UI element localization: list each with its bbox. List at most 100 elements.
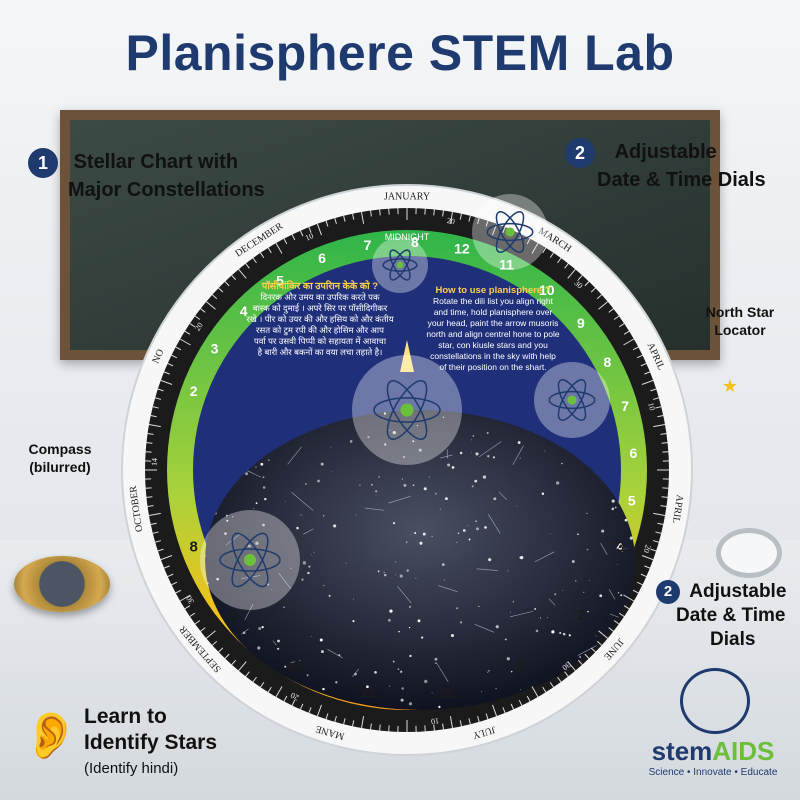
atom-orbit [389,249,411,281]
star [459,621,463,624]
ear-icon: 👂 [22,709,80,761]
date-tick [150,522,157,525]
date-tick [650,548,657,552]
star [535,629,539,633]
hour-label: 8 [604,354,612,370]
date-tick [147,433,154,435]
star [302,561,307,565]
hindi-instructions: पॉसीयांकिर का उपरिान केके को ? दिनरक और … [246,281,394,357]
date-tick [267,686,272,693]
day-number: 20 [642,544,653,554]
hour-label: 11 [499,257,514,273]
star [447,463,451,467]
star [284,665,287,668]
constellation-line [476,568,499,571]
date-tick [598,630,609,639]
date-tick [657,522,664,525]
hour-label: 10 [285,658,302,675]
star [459,451,463,455]
star [512,601,514,603]
date-tick [608,308,614,313]
star [422,532,426,536]
star [614,506,617,509]
hour-label: 5 [276,273,284,289]
star [517,441,521,444]
page-title: Planisphere STEM Lab [125,25,675,81]
star [556,481,560,485]
date-tick [157,548,164,552]
star [551,630,555,634]
date-tick [252,257,257,264]
star [484,526,487,529]
hour-label: 2 [577,607,585,624]
star [439,508,441,510]
day-number: 10 [431,716,440,726]
day-number: 10 [304,231,315,242]
callout-compass: Compass (bilurred) [28,441,92,475]
star [320,650,324,654]
star [589,580,590,581]
date-tick [596,640,603,646]
date-tick [557,257,562,264]
date-tick [275,686,283,698]
star [585,693,588,696]
date-tick [146,496,153,498]
date-tick [549,681,554,688]
star [466,524,468,526]
star [403,455,405,458]
date-tick [370,723,372,730]
constellation-line [478,441,502,458]
callout-number: 2 [656,580,680,604]
compass-icon [14,556,110,612]
star [587,610,589,613]
hour-label: 9 [229,607,237,624]
month-label: APRIL [670,494,685,524]
star [561,589,563,591]
star [441,563,445,567]
date-tick [632,589,639,594]
star [568,634,571,637]
star [486,431,489,434]
star [456,541,458,543]
star [488,558,492,562]
month-label: JANUARY [384,191,430,202]
date-tick [655,531,662,534]
star [474,479,478,483]
date-tick [618,612,625,617]
date-tick [325,713,329,720]
star [510,611,511,613]
date-tick [283,695,288,702]
star [408,702,413,706]
star [333,524,337,528]
date-tick [636,581,643,586]
date-tick [567,268,576,279]
hour-label: 1 [516,658,524,675]
star [277,647,280,650]
star [487,454,490,458]
star [516,505,518,507]
star [475,527,479,531]
date-tick [564,671,569,677]
date-tick [618,323,625,328]
hour-label: 8 [190,539,198,556]
hour-label: 7 [364,237,372,253]
date-tick [205,301,216,310]
callout-north-star: North Star Locator ★ [690,303,790,395]
date-tick [205,630,216,639]
star [366,685,369,689]
date-tick [623,605,630,610]
star [475,520,477,522]
star [468,538,471,541]
date-tick [459,213,462,220]
star [410,534,411,535]
date-tick [492,704,498,717]
star [384,443,387,446]
star [428,476,430,478]
star [624,518,628,522]
date-tick [510,703,515,710]
date-tick [175,346,182,351]
star [544,450,546,452]
star [283,606,285,608]
date-tick [660,505,667,507]
